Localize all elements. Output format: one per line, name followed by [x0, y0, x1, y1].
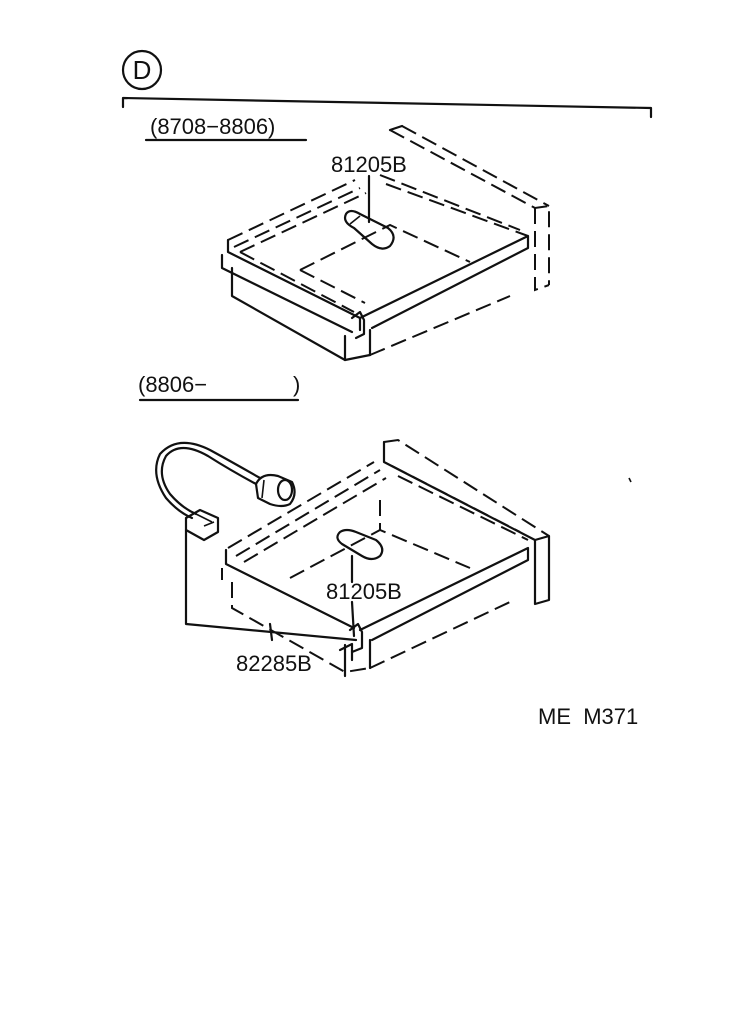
bulb-icon [343, 209, 395, 250]
lower-socket-tick [268, 622, 274, 642]
lower-bulb-part-label: 81205B [326, 579, 402, 604]
socket-icon [254, 473, 296, 508]
lower-range-close: ) [293, 372, 300, 397]
lower-lamp-housing [221, 438, 551, 678]
stray-mark [628, 477, 632, 483]
lower-socket-leader [184, 528, 358, 642]
upper-lamp-housing [220, 124, 550, 362]
lower-socket-part-label: 82285B [236, 651, 312, 676]
upper-part-label: 81205B [331, 152, 407, 177]
connector-icon [184, 508, 220, 542]
lower-range-label: (8806− [138, 372, 207, 397]
section-badge: D [121, 49, 163, 91]
socket-wire [160, 446, 258, 516]
diagram-code: ME M371 [538, 704, 638, 729]
bulb-icon [336, 528, 384, 561]
section-letter: D [133, 55, 152, 85]
socket-wire-outer [155, 441, 262, 520]
header-bracket [121, 96, 653, 119]
upper-range-label: (8708−8806) [150, 114, 275, 139]
lower-bulb-leader-2 [350, 600, 356, 638]
